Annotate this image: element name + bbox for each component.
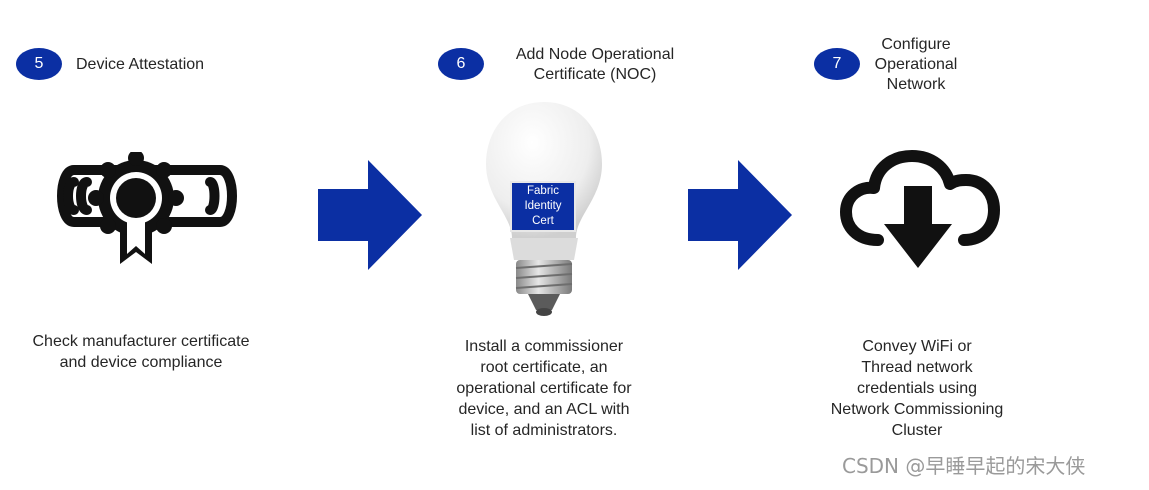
certificate-scroll-icon xyxy=(57,152,237,264)
step-6-description-line: root certificate, an xyxy=(480,359,608,376)
step-6-description-line: operational certificate for xyxy=(456,380,632,397)
step-5-number: 5 xyxy=(34,55,44,72)
arrow-right-icon xyxy=(688,160,792,270)
step-7-description-line: Thread network xyxy=(861,359,973,376)
step-5-description: Check manufacturer certificate and devic… xyxy=(10,331,272,373)
arrow-right-icon xyxy=(318,160,422,270)
step-6-description-line: list of administrators. xyxy=(470,422,618,439)
step-7-number: 7 xyxy=(832,55,842,72)
step-6-title-line: Certificate (NOC) xyxy=(533,66,657,83)
watermark: CSDN @早睡早起的宋大侠 xyxy=(842,454,1086,478)
cloud-download-icon xyxy=(840,150,1000,268)
step-6-title: Add Node Operational Certificate (NOC) xyxy=(490,45,700,85)
step-6-description: Install a commissioner root certificate,… xyxy=(430,336,658,441)
step-7-description-line: Cluster xyxy=(891,422,943,439)
step-6-description-line: device, and an ACL with xyxy=(458,401,630,418)
step-7-title: Configure Operational Network xyxy=(860,35,972,95)
step-6-badge: 6 xyxy=(438,48,484,80)
bulb-label-line: Fabric xyxy=(527,185,559,197)
step-7-description-line: credentials using xyxy=(856,380,978,397)
step-7-description-line: Convey WiFi or xyxy=(862,338,972,355)
step-7-description: Convey WiFi or Thread network credential… xyxy=(812,336,1022,441)
step-5-title: Device Attestation xyxy=(76,55,204,75)
step-6-number: 6 xyxy=(456,55,466,72)
step-7-title-line: Network xyxy=(886,76,946,93)
step-5-description-line: Check manufacturer certificate xyxy=(32,333,250,350)
step-5-title-line: Device Attestation xyxy=(76,56,205,73)
step-7-description-line: Network Commissioning xyxy=(830,401,1004,418)
bulb-label-line: Identity xyxy=(524,200,562,212)
step-7-title-line: Configure xyxy=(881,36,951,53)
step-7-title-line: Operational xyxy=(874,56,958,73)
bulb-cert-label: Fabric Identity Cert xyxy=(510,181,576,232)
bulb-label-line: Cert xyxy=(532,215,554,227)
step-6-description-line: Install a commissioner xyxy=(464,338,624,355)
step-7-badge: 7 xyxy=(814,48,860,80)
step-5-description-line: and device compliance xyxy=(59,354,223,371)
step-5-badge: 5 xyxy=(16,48,62,80)
step-6-title-line: Add Node Operational xyxy=(515,46,675,63)
